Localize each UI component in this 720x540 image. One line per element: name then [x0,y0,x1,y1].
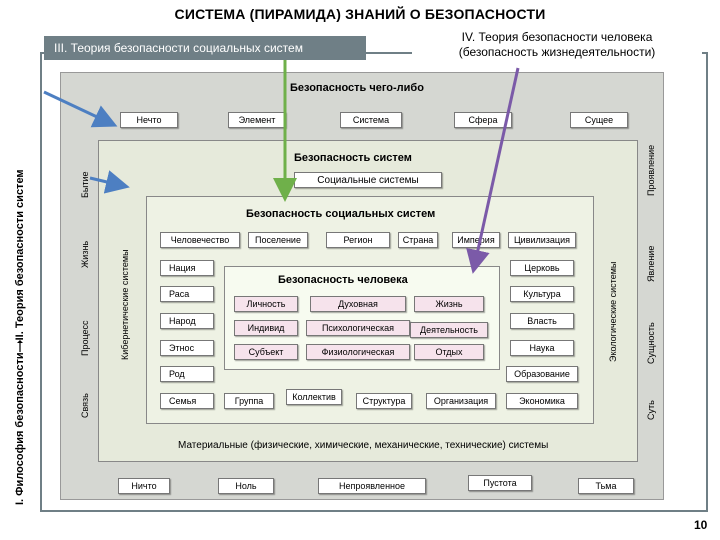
item-rasa: Раса [160,286,214,302]
item-gruppa: Группа [224,393,274,409]
arrow-systems-theory [89,170,130,194]
theory3-banner: III. Теория безопасности социальных сист… [44,36,366,60]
level3-header: Безопасность социальных систем [246,208,436,220]
page-title: СИСТЕМА (ПИРАМИДА) ЗНАНИЙ О БЕЗОПАСНОСТИ [174,6,546,22]
item-tserkov: Церковь [510,260,574,276]
item-strana: Страна [398,232,438,248]
level4-header: Безопасность человека [278,274,408,286]
cell-dukhovnaya: Духовная [310,296,406,312]
theory4-line2: (безопасность жизнедеятельности) [458,45,656,59]
item-nol: Ноль [218,478,274,494]
item-vlast: Власть [510,313,574,329]
page-number: 10 [694,518,708,532]
item-ekonomika: Экономика [506,393,578,409]
cell-otdykh: Отдых [414,344,484,360]
item-sushchee: Сущее [570,112,628,128]
item-pustota: Пустота [468,475,532,491]
item-neproyavlennoe: Непроявленное [318,478,426,494]
item-chelovechestvo: Человечество [160,232,240,248]
item-rod: Род [160,366,214,382]
level2-header: Безопасность систем [294,152,412,164]
item-natsiya: Нация [160,260,214,276]
item-nechto: Нечто [120,112,178,128]
arrow-theory4 [466,67,520,274]
theory3-text: III. Теория безопасности социальных сист… [54,41,303,55]
left-vertical-caption: I. Философия безопасностиII. Теория безо… [14,169,26,505]
cell-subekt: Субъект [234,344,298,360]
item-narod: Народ [160,313,214,329]
cell-fiziologicheskaya: Физиологическая [306,344,410,360]
item-nauka: Наука [510,340,574,356]
materials-text: Материальные (физические, химические, ме… [178,440,549,451]
theory4-caption: IV. Теория безопасности человека (безопа… [412,30,702,60]
item-region: Регион [326,232,390,248]
item-obrazovanie: Образование [506,366,578,382]
item-etnos: Этнос [160,340,214,356]
item-semya: Семья [160,393,214,409]
item-kollektiv: Коллектив [286,389,342,405]
theory4-line1: IV. Теория безопасности человека [461,30,653,44]
item-nichto: Ничто [118,478,170,494]
arrow-philosophy [43,90,118,128]
item-imperiya: Империя [452,232,500,248]
item-tma: Тьма [578,478,634,494]
cell-psikhologicheskaya: Психологическая [306,320,410,336]
item-organizatsiya: Организация [426,393,496,409]
item-sistema: Система [340,112,402,128]
item-poselenie: Поселение [248,232,308,248]
item-struktura: Структура [356,393,412,409]
cell-lichnost: Личность [234,296,298,312]
item-kultura: Культура [510,286,574,302]
cell-zhizn: Жизнь [414,296,484,312]
item-tsivilizatsiya: Цивилизация [508,232,576,248]
cell-individ: Индивид [234,320,298,336]
level1-header: Безопасность чего-либо [290,82,424,94]
cell-deyatelnost: Деятельность [410,322,488,338]
item-sfera: Сфера [454,112,512,128]
